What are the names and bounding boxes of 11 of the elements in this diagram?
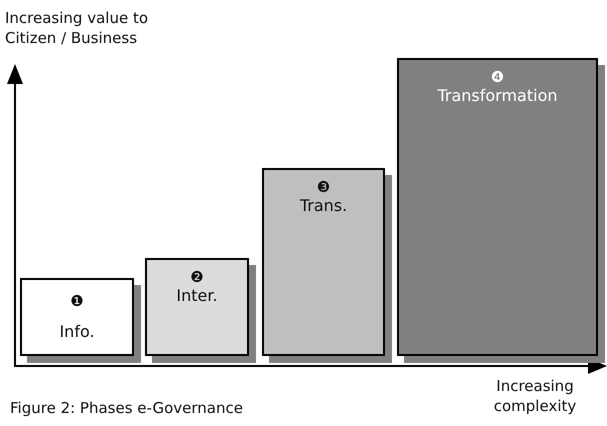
phase-label: Inter. xyxy=(176,286,218,306)
phase-label: Transformation xyxy=(437,86,558,106)
axis-label: Increasing complexity xyxy=(492,376,578,416)
phase-number: ❹ xyxy=(490,68,504,86)
phase-label: Trans. xyxy=(300,196,348,216)
phase-number: ❷ xyxy=(190,268,204,286)
phase-label: Info. xyxy=(59,322,95,342)
phase-number: ❶ xyxy=(70,292,84,310)
phase-number: ❸ xyxy=(316,178,330,196)
figure-caption: Figure 2: Phases e-Governance xyxy=(10,398,243,418)
axis-label: Increasing value to Citizen / Business xyxy=(5,8,150,48)
